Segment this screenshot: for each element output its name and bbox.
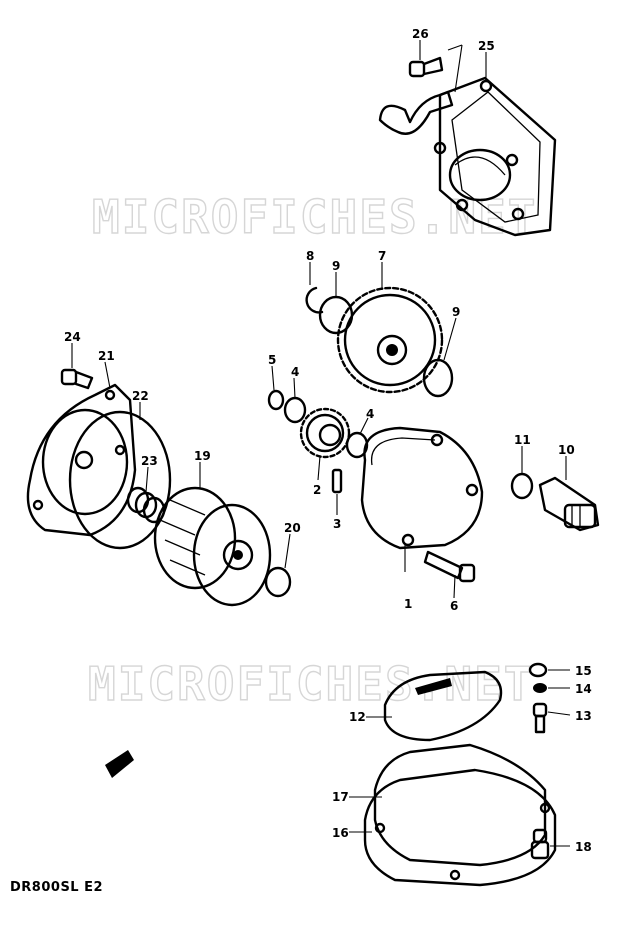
part-16-hole-a xyxy=(374,822,386,834)
callout-1: 1 xyxy=(404,597,412,611)
leader-lines xyxy=(71,52,571,847)
callout-21: 21 xyxy=(98,349,115,363)
part-7-gear xyxy=(336,286,444,394)
part-16-hole-c xyxy=(539,802,551,814)
part-2-gear xyxy=(299,407,351,459)
part-25-cover xyxy=(378,76,557,237)
callout-25: 25 xyxy=(478,39,495,53)
part-14-seal xyxy=(533,683,547,693)
callout-9b: 9 xyxy=(452,305,460,319)
callout-4b: 4 xyxy=(366,407,374,421)
callout-23: 23 xyxy=(141,454,158,468)
part-15-washer xyxy=(528,662,548,678)
callout-12: 12 xyxy=(349,710,366,724)
part-6-bolt xyxy=(423,550,476,583)
callout-18: 18 xyxy=(575,840,592,854)
part-24-bolt xyxy=(60,368,94,390)
callout-4a: 4 xyxy=(291,365,299,379)
part-23-spring xyxy=(126,486,166,524)
part-8-circlip xyxy=(305,286,324,314)
part-26-bolt xyxy=(408,40,463,93)
part-17-gasket xyxy=(373,743,547,867)
part-4-washer-a xyxy=(283,396,307,424)
watermark-bottom: MICROFICHES.NET xyxy=(88,657,533,711)
callout-24: 24 xyxy=(64,330,81,344)
callout-13: 13 xyxy=(575,709,592,723)
callout-labels: 1 2 3 4 4 5 6 7 8 9 9 10 11 12 13 14 15 … xyxy=(64,27,592,854)
part-12-gasket xyxy=(383,670,503,742)
model-code-label: DR800SL E2 xyxy=(10,880,104,895)
callout-26: 26 xyxy=(412,27,429,41)
part-22-oring xyxy=(68,410,172,550)
part-10-switch xyxy=(538,476,600,532)
part-9-washer-a xyxy=(318,295,354,335)
callout-22: 22 xyxy=(132,389,149,403)
part-3-pin xyxy=(331,468,343,494)
callout-19: 19 xyxy=(194,449,211,463)
callout-7: 7 xyxy=(378,249,386,263)
part-16-hole-b xyxy=(449,869,461,881)
part-1-pump-body xyxy=(360,426,484,550)
callout-16: 16 xyxy=(332,826,349,840)
part-18-bolt xyxy=(530,828,550,860)
part-11-oring xyxy=(510,472,534,500)
callout-9a: 9 xyxy=(332,259,340,273)
watermark-top: MICROFICHES.NET xyxy=(92,190,537,244)
part-5-circlip xyxy=(267,389,285,411)
part-9-washer-b xyxy=(422,358,454,398)
part-13-bolt xyxy=(532,702,548,734)
callout-20: 20 xyxy=(284,521,301,535)
part-12-gasket-detail xyxy=(415,678,452,695)
callout-5: 5 xyxy=(268,353,276,367)
callout-17: 17 xyxy=(332,790,349,804)
part-19-oil-filter xyxy=(153,486,272,607)
callout-3: 3 xyxy=(333,517,341,531)
part-16-plate xyxy=(363,768,557,887)
part-small-clip xyxy=(105,750,134,778)
callout-15: 15 xyxy=(575,664,592,678)
part-21-filter-cover xyxy=(26,383,137,537)
part-20-oring xyxy=(264,566,292,598)
callout-8: 8 xyxy=(306,249,314,263)
callout-11: 11 xyxy=(514,433,531,447)
callout-14: 14 xyxy=(575,682,592,696)
callout-6: 6 xyxy=(450,599,458,613)
callout-2: 2 xyxy=(313,483,321,497)
callout-10: 10 xyxy=(558,443,575,457)
